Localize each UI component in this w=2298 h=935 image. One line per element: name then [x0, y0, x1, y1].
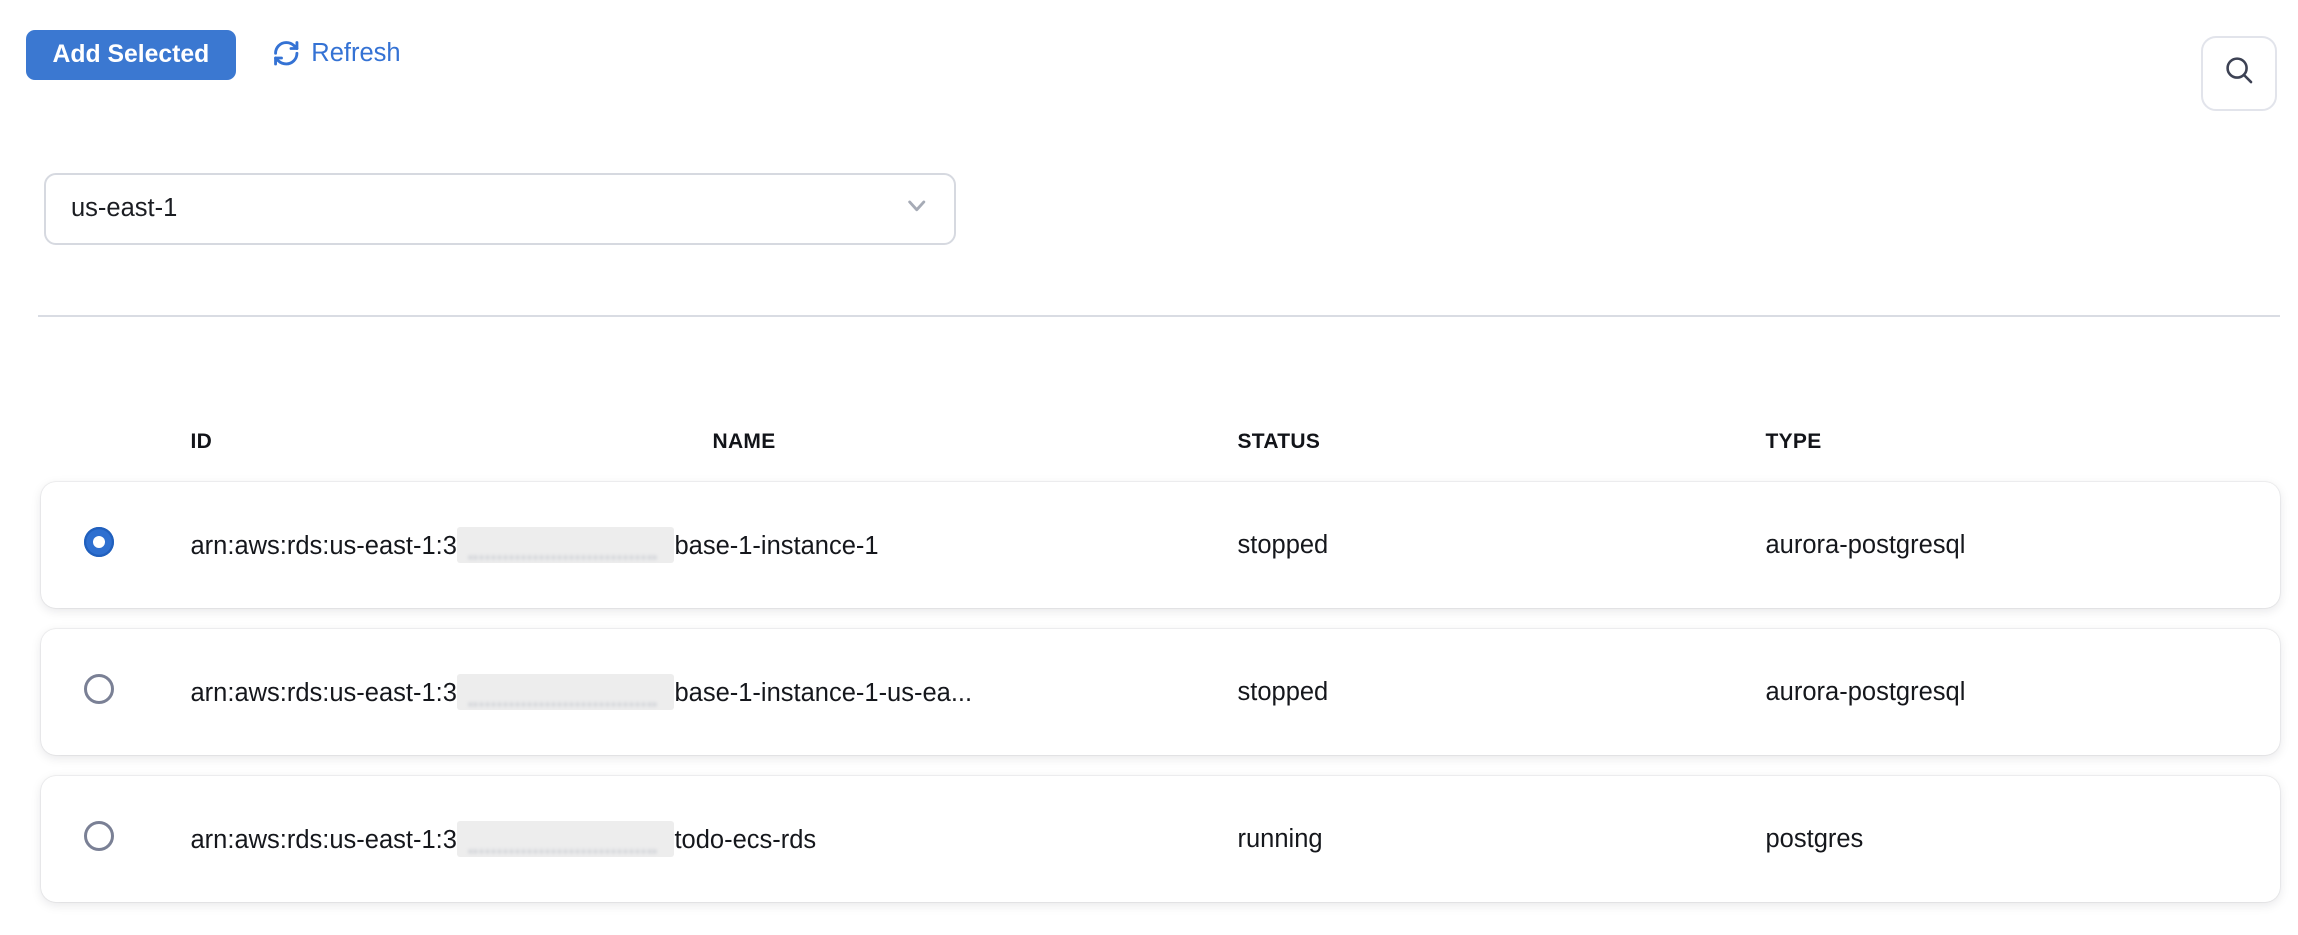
add-selected-button[interactable]: Add Selected [26, 30, 237, 80]
instance-type: aurora-postgresql [1766, 531, 2281, 560]
toolbar: Add Selected Refresh [0, 0, 2298, 111]
radio-cell [84, 527, 191, 564]
column-header-status: STATUS [1238, 430, 1766, 454]
redacted-blur [457, 821, 675, 857]
table-row[interactable]: arn:aws:rds:us-east-1:3 base-1-instance-1… [41, 482, 2281, 608]
instance-status: stopped [1238, 678, 1766, 707]
redacted-blur [457, 527, 675, 563]
table-row[interactable]: arn:aws:rds:us-east-1:3 base-1-instance-1… [41, 629, 2281, 755]
column-header-name: NAME [713, 430, 1238, 454]
radio-cell [84, 674, 191, 711]
refresh-button[interactable]: Refresh [272, 39, 400, 68]
search-icon [2222, 53, 2257, 94]
radio-button[interactable] [84, 821, 114, 851]
instance-status: stopped [1238, 531, 1766, 560]
table-header: ID NAME STATUS TYPE [41, 430, 2298, 454]
radio-cell [84, 821, 191, 858]
radio-button[interactable] [84, 674, 114, 704]
instance-id-prefix: arn:aws:rds:us-east-1:3 [191, 532, 457, 560]
table-row[interactable]: arn:aws:rds:us-east-1:3 todo-ecs-rds runn… [41, 776, 2281, 902]
refresh-icon [272, 39, 301, 68]
column-header-type: TYPE [1766, 430, 2298, 454]
region-select[interactable]: us-east-1 [44, 173, 956, 245]
divider [38, 315, 2281, 317]
instance-id-suffix: todo-ecs-rds [674, 826, 816, 854]
instance-id-suffix: base-1-instance-1-us-ea... [674, 679, 972, 707]
instance-status: running [1238, 825, 1766, 854]
chevron-down-icon [904, 194, 930, 223]
instance-list: arn:aws:rds:us-east-1:3 base-1-instance-1… [0, 482, 2298, 902]
instance-id: arn:aws:rds:us-east-1:3 base-1-instance-1… [191, 674, 1238, 710]
instance-type: aurora-postgresql [1766, 678, 2281, 707]
instance-id-prefix: arn:aws:rds:us-east-1:3 [191, 826, 457, 854]
redacted-blur [457, 674, 675, 710]
instance-id-suffix: base-1-instance-1 [674, 532, 878, 560]
instance-id-prefix: arn:aws:rds:us-east-1:3 [191, 679, 457, 707]
column-header-id: ID [191, 430, 713, 454]
region-select-value: us-east-1 [71, 194, 177, 223]
instance-id: arn:aws:rds:us-east-1:3 base-1-instance-1 [191, 527, 1238, 563]
instance-type: postgres [1766, 825, 2281, 854]
instance-id: arn:aws:rds:us-east-1:3 todo-ecs-rds [191, 821, 1238, 857]
radio-button[interactable] [84, 527, 114, 557]
refresh-label: Refresh [311, 39, 400, 68]
search-button[interactable] [2201, 36, 2278, 111]
